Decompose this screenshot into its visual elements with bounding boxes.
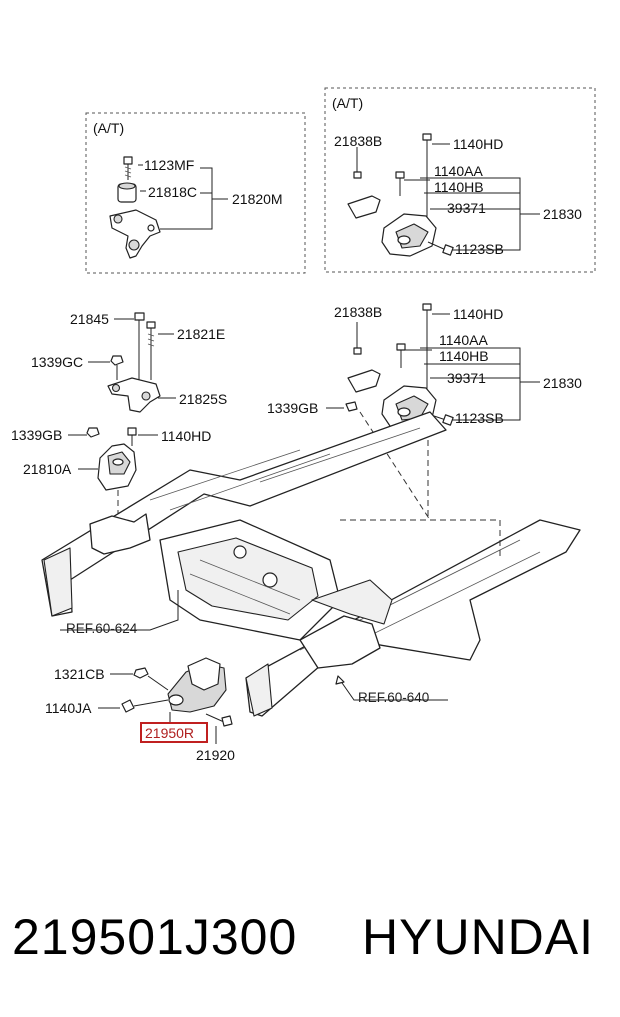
ref-60-640: REF.60-640 [358,690,429,705]
label-21830-top: 21830 [543,206,582,222]
label-1123sb: 1123SB [455,410,504,426]
part-number: 219501J300 [12,909,298,965]
label-1140aa: 1140AA [439,332,488,348]
label-39371-top: 39371 [447,200,486,216]
label-1140hd-top: 1140HD [453,136,503,152]
label-21810a: 21810A [23,461,72,477]
subframe-chassis [41,411,581,717]
label-1339gb: 1339GB [11,427,62,443]
label-21950r: 21950R [145,725,194,741]
bolt-1140hd-top [422,133,432,226]
label-1123mf: 1123MF [144,157,194,173]
label-1140aa-top: 1140AA [434,163,483,179]
label-1123sb-top: 1123SB [455,241,504,257]
bolt-1140aa-top [395,171,405,196]
rear-mount-stack: 1321CB 1140JA 21950R 21920 [45,657,235,763]
label-1140ja: 1140JA [45,700,92,716]
label-1140hb-top: 1140HB [434,179,484,195]
bolt-1123mf [123,156,133,180]
label-1339gb-right: 1339GB [267,400,318,416]
at-box-right-header: (A/T) [332,95,363,111]
label-21838b: 21838B [334,304,382,320]
label-1140hd-left: 1140HD [161,428,211,444]
label-39371: 39371 [447,370,486,386]
ref-60-624: REF.60-624 [66,621,138,636]
bracket-21820m [109,209,161,259]
label-21818c: 21818C [148,184,197,200]
label-1321cb: 1321CB [54,666,105,682]
label-1140hb: 1140HB [439,348,489,364]
label-21838b-top: 21838B [334,133,382,149]
parts-diagram: (A/T) 1123MF 21818C 21820M (A/T [11,87,596,763]
at-box-right: (A/T) 2 [324,87,596,273]
label-21820m: 21820M [232,191,283,207]
label-21920: 21920 [196,747,235,763]
bushing-21818c [117,182,137,203]
bolt-21838b-top [353,160,362,179]
at-box-left-header: (A/T) [93,120,124,136]
right-mount-stack: 21838B 1140HD 1140AA 1140HB 39371 21830 … [267,303,582,521]
caption: 219501J300 HYUNDAI [0,902,620,982]
mount-21830-top [347,195,437,257]
highlight-box-21950r [140,722,208,743]
bolt-1123sb-top [427,241,454,256]
label-21825s: 21825S [179,391,227,407]
at-box-left: (A/T) 1123MF 21818C 21820M [85,112,306,274]
label-21821e: 21821E [177,326,225,342]
brand-name: HYUNDAI [362,909,595,965]
label-21830: 21830 [543,375,582,391]
left-mount-stack: 21845 21821E 1339GC 21825S 1339GB 1140HD… [11,311,227,520]
label-1339gc: 1339GC [31,354,83,370]
label-21845: 21845 [70,311,109,327]
ref-labels: REF.60-624 REF.60-640 [60,590,448,705]
label-1140hd-right: 1140HD [453,306,503,322]
